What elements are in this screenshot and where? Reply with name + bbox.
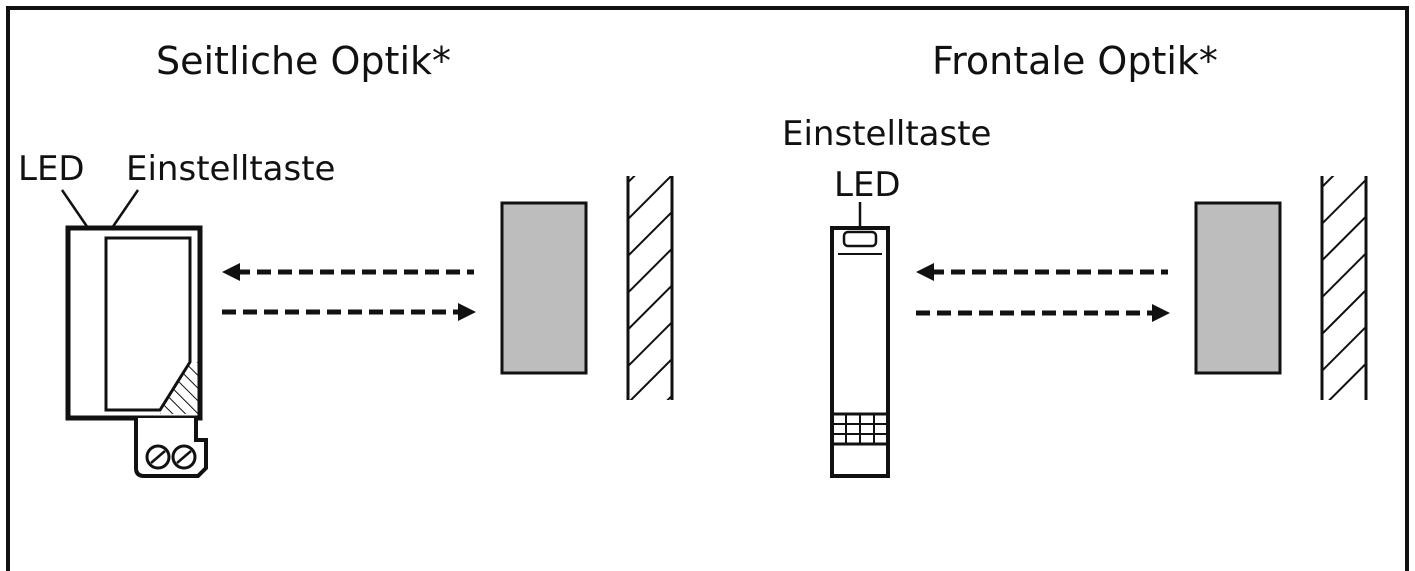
right-arrow-emit bbox=[916, 304, 1170, 322]
left-panel: Seitliche Optik* LED Einstelltaste bbox=[18, 39, 674, 478]
left-led-label: LED bbox=[18, 149, 85, 189]
left-button-label: Einstelltaste bbox=[126, 149, 335, 189]
left-arrow-return bbox=[222, 263, 474, 281]
right-button-label: Einstelltaste bbox=[782, 114, 991, 154]
left-arrow-emit bbox=[222, 303, 476, 321]
left-panel-title: Seitliche Optik* bbox=[156, 39, 451, 83]
left-button-leader bbox=[110, 189, 140, 229]
right-led-label: LED bbox=[834, 165, 901, 205]
left-background-wall bbox=[628, 176, 672, 400]
side-optic-sensor bbox=[65, 225, 208, 478]
left-target-object bbox=[500, 201, 588, 375]
front-optic-sensor bbox=[830, 226, 890, 478]
left-led-leader bbox=[60, 189, 90, 229]
right-target-object bbox=[1194, 201, 1282, 375]
diagram-frame bbox=[6, 6, 1409, 571]
right-arrow-return bbox=[916, 263, 1168, 281]
right-panel-title: Frontale Optik* bbox=[932, 39, 1218, 83]
right-panel: Frontale Optik* Einstelltaste LED bbox=[782, 39, 1368, 478]
right-background-wall bbox=[1322, 176, 1366, 400]
